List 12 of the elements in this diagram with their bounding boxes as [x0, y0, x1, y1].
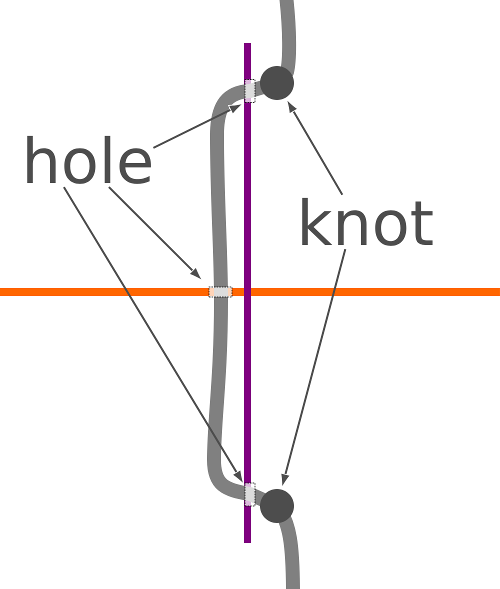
callout-text: knot [302, 198, 433, 246]
leader-arrow [152, 103, 244, 149]
leader-arrow [280, 248, 346, 488]
leader-arrow [108, 186, 203, 281]
hole [208, 286, 232, 298]
knot [260, 489, 294, 523]
knot [260, 66, 294, 100]
hole [244, 79, 256, 103]
callout-text: hole [27, 136, 151, 184]
leader-arrow [286, 99, 344, 196]
hole [244, 482, 256, 506]
leader-arrow [63, 186, 244, 485]
